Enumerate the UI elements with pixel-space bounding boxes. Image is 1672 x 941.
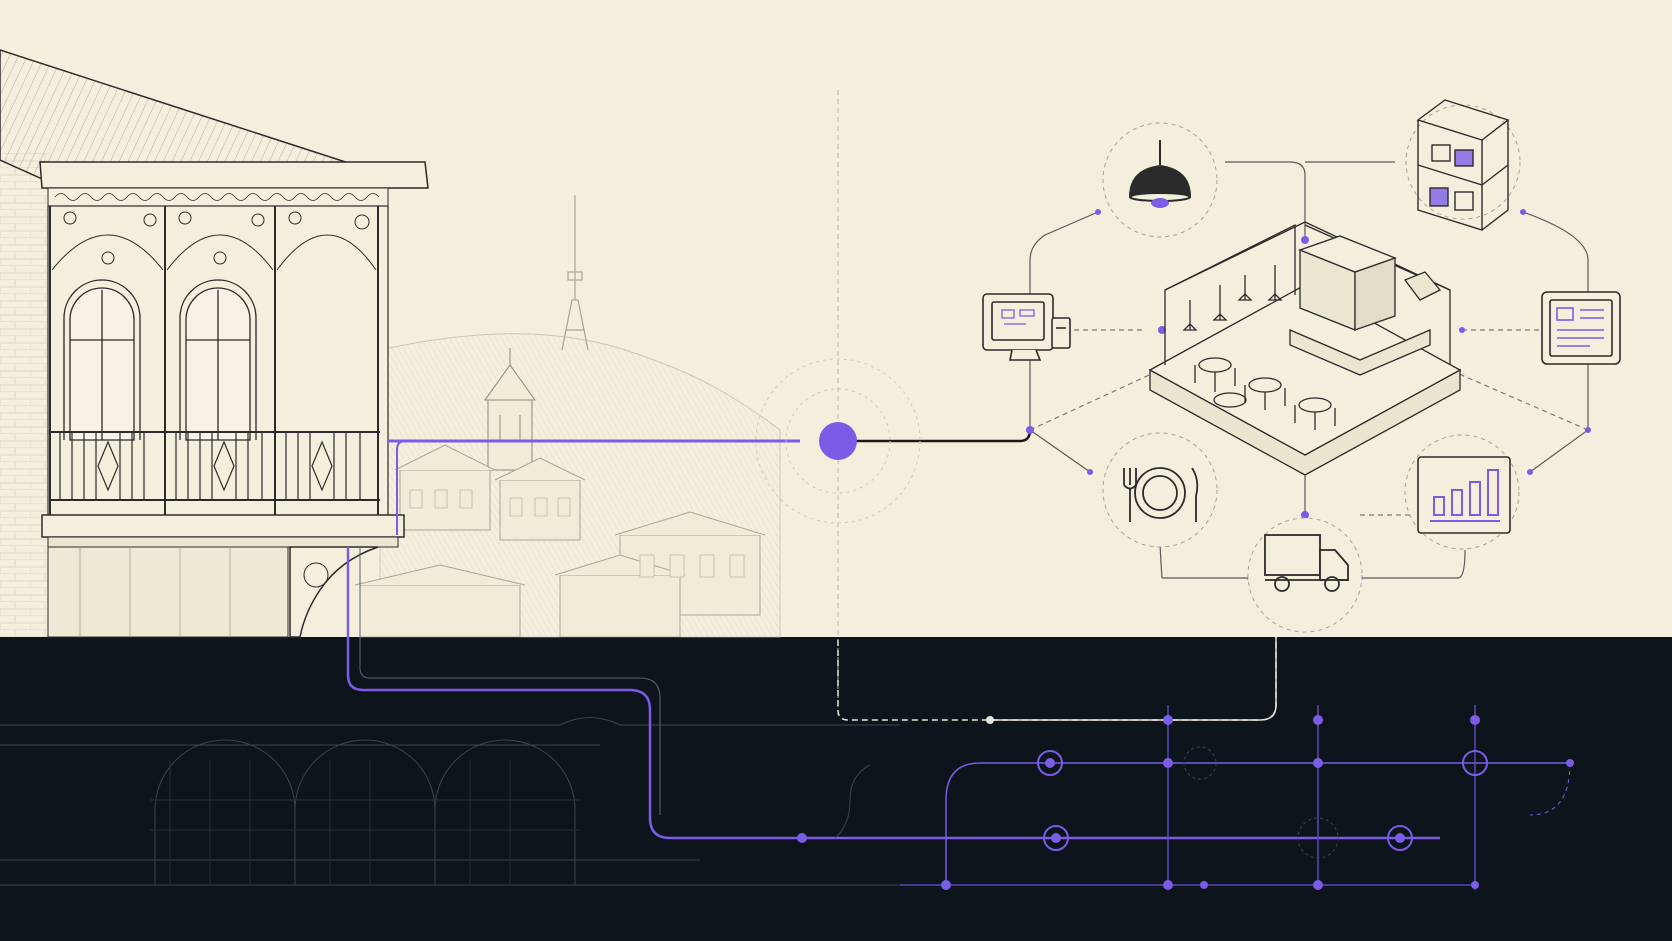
- delivery-truck-icon: [1264, 534, 1349, 592]
- night-background: [0, 637, 1672, 941]
- pendant-lamp-icon: [1128, 140, 1192, 208]
- balcony-building-sketch: [0, 49, 429, 638]
- balcony-railing-sketch: [50, 431, 380, 501]
- tv-tower-sketch: [561, 195, 589, 351]
- balcony-columns-sketch: [49, 206, 379, 515]
- pos-terminal-icon: [982, 293, 1071, 361]
- bar-chart-icon: [1417, 456, 1511, 534]
- network-lines: [1029, 161, 1589, 579]
- isometric-restaurant: [1148, 221, 1462, 476]
- hub-node: [755, 358, 921, 524]
- houses-sketch: [354, 444, 766, 638]
- bracket-sketch: [289, 546, 379, 638]
- plate-cutlery-icon: [1123, 467, 1199, 522]
- circuit-lines: [346, 547, 1571, 890]
- tablet-dashboard-icon: [1541, 291, 1621, 365]
- circuit-nodes: [797, 715, 1574, 890]
- city-skyline-sketch: [354, 195, 781, 638]
- purple-down-line: [396, 440, 406, 535]
- church-sketch: [483, 348, 537, 471]
- arched-windows-sketch: [63, 279, 257, 441]
- storage-shelf-icon: [1416, 99, 1510, 231]
